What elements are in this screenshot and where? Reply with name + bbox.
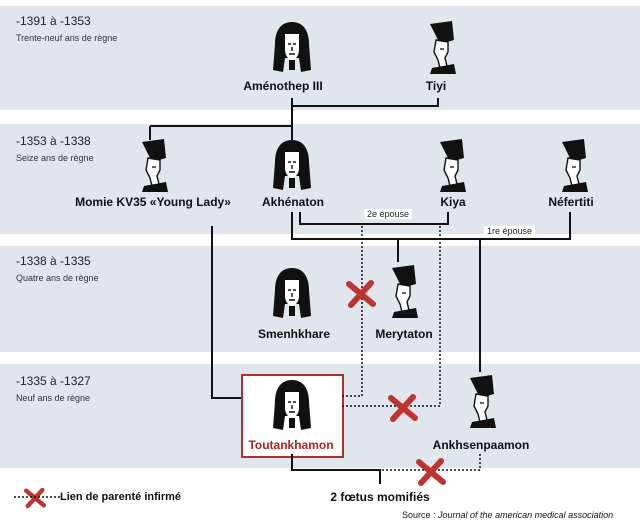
queen-icon — [470, 375, 496, 428]
dotted-kiya-toutankhamon — [341, 226, 441, 407]
first-wife-label: 1re épouse — [484, 226, 536, 236]
band-4-date: -1335 à -1327 — [16, 374, 91, 388]
line-young-lady-toutankhamon — [211, 226, 241, 399]
legend-label: Lien de parenté infirmé — [60, 491, 182, 503]
name-kiya: Kiya — [440, 195, 466, 209]
band-3-subtitle: Quatre ans de règne — [16, 273, 99, 283]
name-amenhotep: Aménothep III — [243, 79, 323, 93]
queen-icon — [562, 139, 588, 192]
cross-icon — [416, 458, 446, 486]
name-nefertiti: Néfertiti — [548, 195, 594, 209]
pharaoh-icon — [273, 140, 311, 190]
legend-cross-icon — [24, 487, 46, 509]
band-1-date: -1391 à -1353 — [16, 14, 91, 28]
source-credit: Source : Journal of the american medical… — [402, 510, 613, 520]
name-toutankhamon: Toutankhamon — [248, 438, 334, 452]
legend-dotted-line — [14, 496, 60, 498]
queen-icon — [440, 139, 466, 192]
source-prefix: Source : — [402, 510, 439, 520]
name-tiyi: Tiyi — [425, 79, 447, 93]
name-foetus: 2 fœtus momifiés — [330, 490, 430, 504]
band-2 — [0, 124, 640, 234]
name-akhenaton: Akhénaton — [261, 195, 325, 209]
cross-icon — [388, 394, 418, 422]
dotted-akhenaton-merytaton — [341, 226, 363, 397]
pharaoh-icon — [273, 380, 311, 430]
band-3-date: -1338 à -1335 — [16, 254, 91, 268]
pharaoh-icon — [273, 22, 311, 72]
name-smenkhkare: Smenhkhare — [257, 327, 331, 341]
pharaoh-icon — [273, 268, 311, 318]
line-akhenaton-nefertiti — [291, 212, 571, 240]
band-3 — [0, 246, 640, 352]
second-wife-label: 2e épouse — [364, 209, 413, 219]
band-1 — [0, 6, 640, 110]
band-4-subtitle: Neuf ans de règne — [16, 393, 91, 403]
queen-icon — [430, 21, 456, 74]
name-ankhsenpaamon: Ankhsenpaamon — [432, 438, 530, 452]
cross-icon — [346, 280, 376, 308]
queen-icon — [392, 265, 418, 318]
dotted-to-foetus — [380, 454, 481, 471]
line-amenhotep-tiyi — [291, 98, 439, 107]
name-young-lady: Momie KV35 «Young Lady» — [75, 195, 231, 209]
line-akhenaton-kiya — [299, 212, 449, 225]
band-2-date: -1353 à -1338 — [16, 134, 91, 148]
line-toutankhamon-foetus — [291, 454, 381, 484]
band-2-subtitle: Seize ans de règne — [16, 153, 94, 163]
source-name: Journal of the american medical associat… — [438, 510, 614, 520]
band-1-subtitle: Trente-neuf ans de règne — [16, 33, 118, 43]
name-merytaton: Merytaton — [375, 327, 433, 341]
queen-icon — [142, 139, 168, 192]
